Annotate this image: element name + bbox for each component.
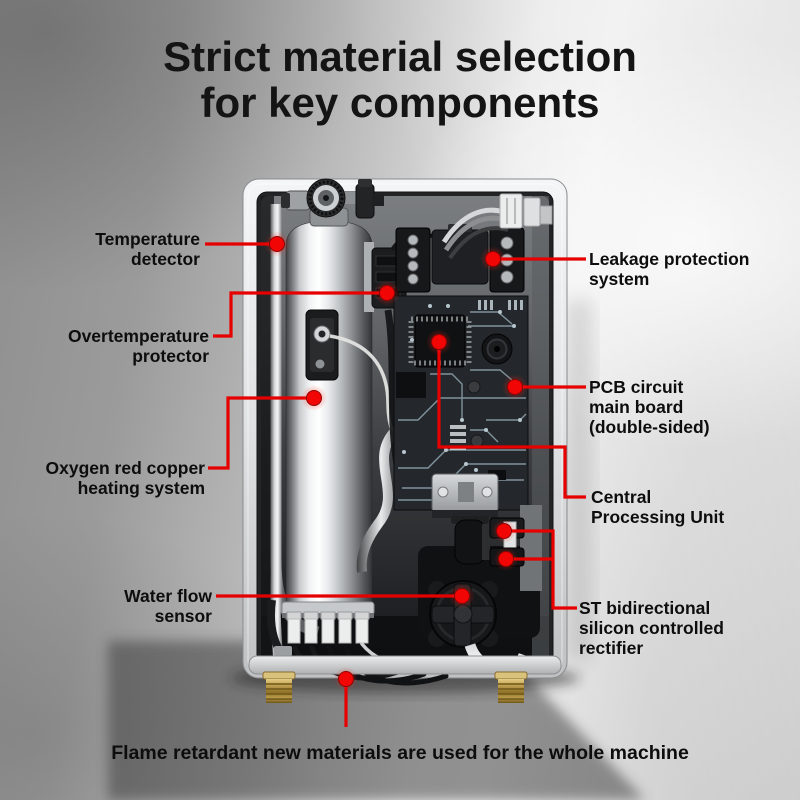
marker-dot-pcb-main-board <box>507 379 523 395</box>
marker-dot-leakage-protection <box>485 251 501 267</box>
leader-overtemperature-protector <box>213 291 382 338</box>
page-title: Strict material selection for key compon… <box>163 33 637 126</box>
contactor <box>431 473 499 565</box>
element-terminals <box>281 601 375 644</box>
marker-dot-temperature-detector <box>269 236 285 252</box>
leader-st-rectifier-upper <box>508 529 577 610</box>
label-temperature-detector: Temperature detector <box>95 229 200 269</box>
label-central-processing-unit: Central Processing Unit <box>591 487 725 527</box>
leader-oxygen-heating-system <box>208 396 309 470</box>
internal-pipe <box>356 428 399 573</box>
top-valve <box>281 178 384 219</box>
marker-dot-water-flow-sensor <box>454 588 470 604</box>
marker-dot-flame-retardant <box>338 671 354 687</box>
pcb-pads <box>402 304 522 472</box>
power-connector <box>441 193 553 260</box>
marker-dot-cpu <box>431 334 447 350</box>
pcb-board <box>393 295 529 511</box>
brass-fitting-left <box>262 671 296 703</box>
label-oxygen-red-copper-heating-system: Oxygen red copper heating system <box>45 458 206 498</box>
leader-lines <box>205 242 586 727</box>
leader-cpu <box>437 346 586 499</box>
label-leakage-protection-system: Leakage protection system <box>589 249 750 289</box>
marker-dots <box>264 231 528 691</box>
pcb-headers <box>478 300 523 310</box>
label-overtemperature-protector: Overtemperature protector <box>67 326 209 366</box>
marker-dot-st-upper <box>496 523 512 539</box>
label-water-flow-sensor: Water flow sensor <box>124 586 212 626</box>
brass-fitting-right <box>494 671 528 703</box>
flame-retardant-note: Flame retardant new materials are used f… <box>111 742 689 764</box>
buzzer <box>481 333 513 365</box>
flow-sensor-wheel <box>428 580 498 648</box>
label-pcb-circuit-main-board: PCB circuit main board (double-sided) <box>589 377 710 437</box>
marker-dot-oxygen-heating-system <box>306 390 322 406</box>
marker-dot-overtemperature-protector <box>379 285 395 301</box>
cylinder-sensor-bracket <box>305 309 339 381</box>
bottom-rim <box>248 655 562 675</box>
marker-dot-st-lower <box>498 551 514 567</box>
label-st-bidirectional-scr: ST bidirectional silicon controlled rect… <box>579 598 724 658</box>
heating-cylinder <box>281 178 449 644</box>
